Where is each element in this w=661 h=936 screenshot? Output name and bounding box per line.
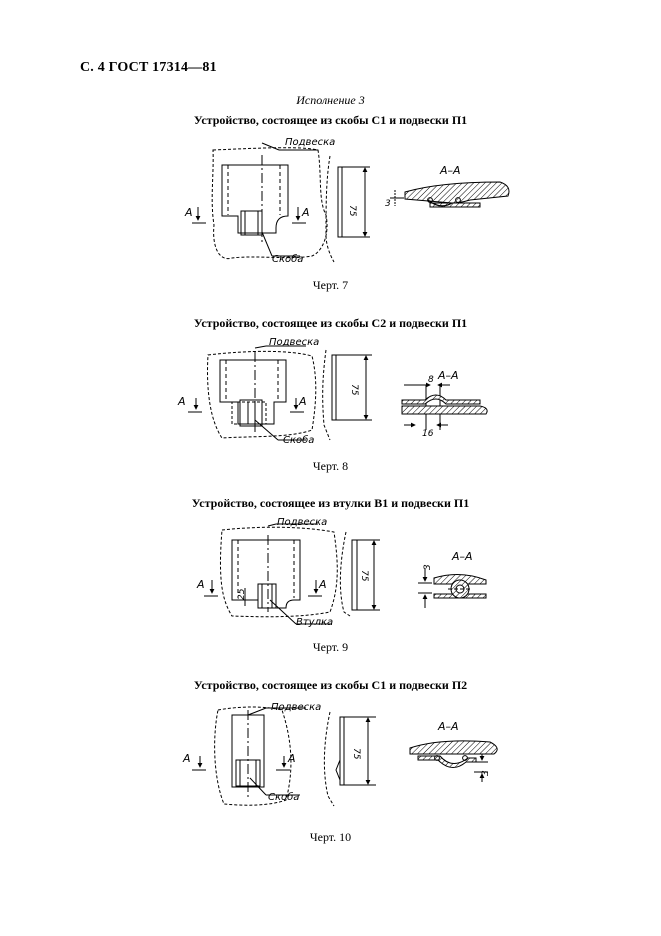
figure-1-marker-right: А <box>301 206 310 219</box>
figure-2-dim-bottom: 16 <box>422 429 434 439</box>
figure-3-caption: Черт. 9 <box>312 640 349 654</box>
figure-4-dim-height: 75 <box>351 748 361 760</box>
figure-3-dim-offset: 25 <box>237 588 247 600</box>
figure-3-title: Устройство, состоящее из втулки В1 и под… <box>191 496 470 510</box>
figure-4-label-bracket: Скоба <box>268 791 299 803</box>
figure-1-label-hanger: Подвеска <box>285 137 335 148</box>
figure-2-dim-height: 75 <box>349 384 359 396</box>
figure-2-caption: Черт. 8 <box>312 459 349 473</box>
figure-3-marker-right: А <box>318 578 327 591</box>
figure-4-dim-thickness: 3 <box>481 770 491 776</box>
figure-1-title: Устройство, состоящее из скобы С1 и подв… <box>193 113 468 127</box>
figure-4-marker-left: А <box>182 752 191 765</box>
figure-2-drawing: Подвеска Скоба А А А–А 75 8 16 <box>177 337 488 446</box>
figure-4-marker-right: А <box>287 752 296 765</box>
figure-2-label-hanger: Подвеска <box>269 337 319 348</box>
figure-1-marker-left: А <box>184 206 193 219</box>
figure-4-section-label: А–А <box>437 720 459 733</box>
figure-3-dim-thickness: 3 <box>423 564 433 570</box>
figure-2-dim-width: 8 <box>428 375 434 385</box>
page-header: С. 4 ГОСТ 17314—81 <box>80 60 217 75</box>
figure-4-title: Устройство, состоящее из скобы С1 и подв… <box>193 678 468 692</box>
figure-3-dim-height: 75 <box>359 570 369 582</box>
figure-2-label-bracket: Скоба <box>283 434 314 446</box>
figure-3-section-label: А–А <box>451 550 473 563</box>
figure-1-label-bracket: Скоба <box>272 253 303 265</box>
figure-2-marker-left: А <box>177 395 186 408</box>
figure-4-caption: Черт. 10 <box>309 830 352 844</box>
figure-1-caption: Черт. 7 <box>312 278 349 292</box>
figure-3-marker-left: А <box>196 578 205 591</box>
figure-4-label-hanger: Подвеска <box>271 702 321 713</box>
figure-2-marker-right: А <box>298 395 307 408</box>
figure-1-section-label: А–А <box>439 164 461 177</box>
figure-2-title: Устройство, состоящее из скобы С2 и подв… <box>193 316 468 330</box>
variant-label: Исполнение 3 <box>296 93 365 107</box>
figure-3-label-hanger: Подвеска <box>277 517 327 528</box>
figure-1-dim-thickness: 3 <box>385 199 391 209</box>
figure-3-drawing: Подвеска Втулка А А А–А 75 3 25 <box>196 517 487 628</box>
figure-3-label-bushing: Втулка <box>296 617 333 628</box>
figure-2-section-label: А–А <box>437 369 459 382</box>
figure-4-drawing: Подвеска Скоба А А А–А 75 3 <box>182 702 498 807</box>
figure-1-drawing: Подвеска Скоба А А А–А 75 3 <box>184 137 510 265</box>
figure-1-dim-height: 75 <box>347 205 357 217</box>
